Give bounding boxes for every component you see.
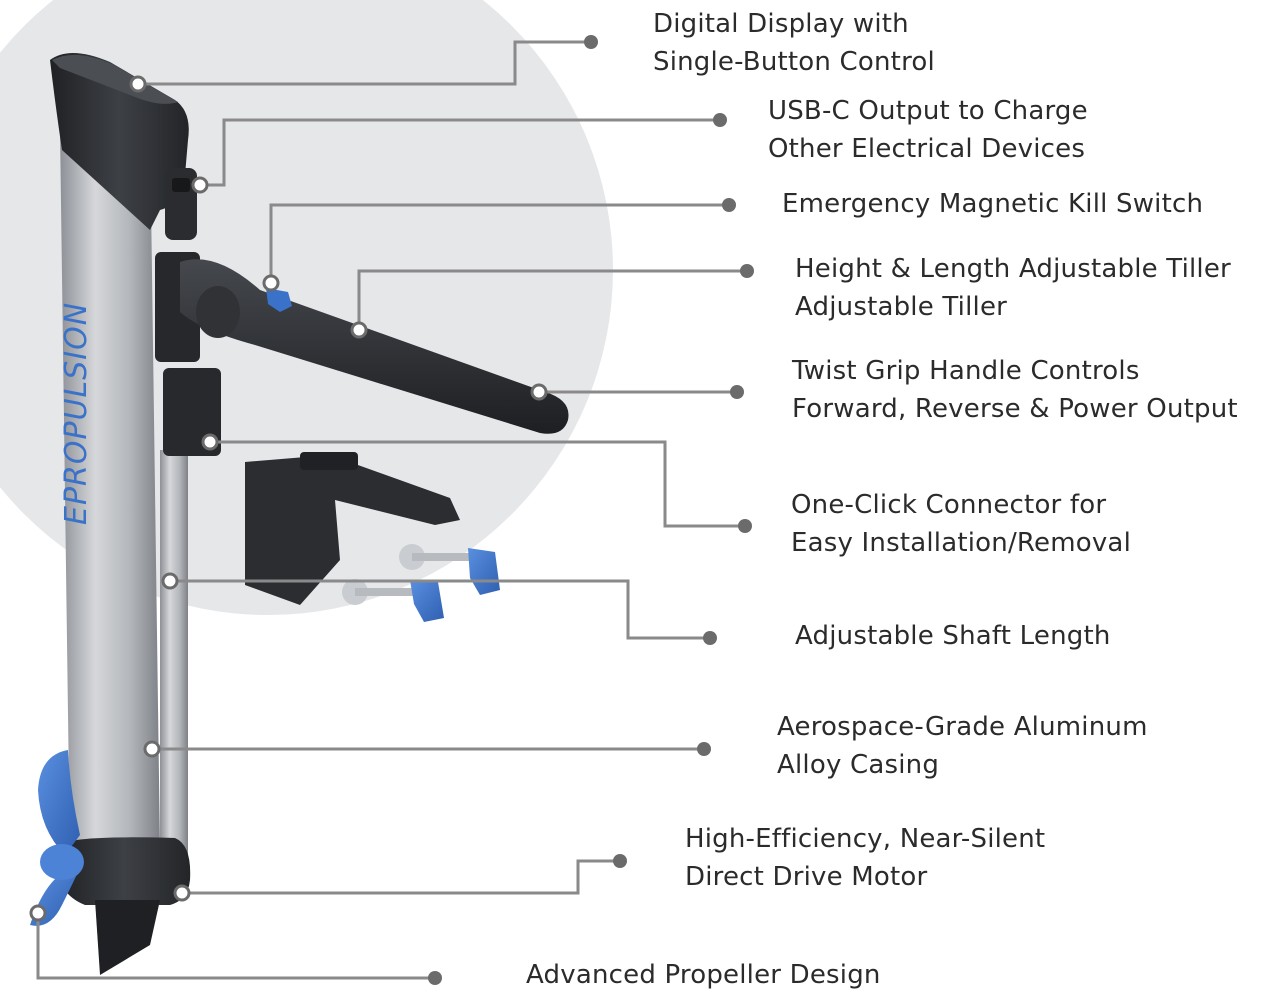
callout-shaft: Adjustable Shaft Length: [795, 617, 1111, 655]
dot-casing-start: [143, 740, 161, 758]
usb-c-port: [172, 178, 190, 192]
dot-connector-end: [738, 519, 752, 533]
leader-line-connector: [210, 440, 745, 528]
callout-propeller: Advanced Propeller Design: [526, 956, 881, 994]
transom-clamp: [245, 455, 460, 605]
dot-kill-end: [722, 198, 736, 212]
callout-twist-grip-line-1: Twist Grip Handle Controls: [792, 356, 1140, 386]
aluminum-casing: [60, 130, 160, 860]
leader-lines: [36, 40, 747, 980]
callout-motor: High-Efficiency, Near-Silent Direct Driv…: [685, 820, 1045, 896]
callout-casing-line-1: Aerospace-Grade Aluminum: [777, 712, 1148, 742]
dot-shaft-start: [161, 572, 179, 590]
callout-usbc-line-2: Other Electrical Devices: [768, 134, 1086, 164]
tiller-pivot: [196, 286, 240, 338]
propeller-hub: [40, 844, 84, 880]
dot-usbc-start: [191, 176, 209, 194]
dot-propeller-end: [428, 971, 442, 985]
callout-usbc-line-1: USB-C Output to Charge: [768, 96, 1088, 126]
callout-display: Digital Display with Single-Button Contr…: [653, 5, 935, 81]
callout-tiller-line-2: Adjustable Tiller: [795, 292, 1008, 322]
leader-line-tiller: [357, 269, 747, 330]
clamp-screw-2: [355, 588, 413, 596]
kill-switch-clip: [266, 288, 292, 312]
callout-connector-line-2: Easy Installation/Removal: [791, 528, 1131, 558]
dot-tiller-start: [350, 321, 368, 339]
callout-casing: Aerospace-Grade Aluminum Alloy Casing: [777, 708, 1148, 784]
dot-twist-end: [730, 385, 744, 399]
connector-block: [163, 368, 221, 456]
clamp-knob-2: [410, 580, 444, 622]
leader-dots: [29, 35, 754, 985]
leader-line-shaft: [170, 579, 710, 640]
callout-kill-switch: Emergency Magnetic Kill Switch: [782, 185, 1203, 223]
callout-twist-grip: Twist Grip Handle Controls Forward, Reve…: [792, 352, 1238, 428]
leader-line-usbc: [200, 118, 720, 187]
leader-line-kill: [269, 203, 729, 283]
leader-line-motor: [182, 859, 620, 895]
clamp-knob-1: [468, 548, 500, 595]
callout-tiller: Height & Length Adjustable Tiller Adjust…: [795, 250, 1231, 326]
dot-kill-start: [262, 274, 280, 292]
callout-motor-line-2: Direct Drive Motor: [685, 862, 928, 892]
callout-twist-grip-line-2: Forward, Reverse & Power Output: [792, 394, 1238, 424]
callout-motor-line-1: High-Efficiency, Near-Silent: [685, 824, 1046, 854]
callout-display-line-1: Digital Display with: [653, 9, 909, 39]
display-top-surface: [52, 54, 178, 104]
callout-usbc: USB-C Output to Charge Other Electrical …: [768, 92, 1088, 168]
inner-shaft: [160, 450, 188, 870]
dot-tiller-end: [740, 264, 754, 278]
callout-display-line-2: Single-Button Control: [653, 47, 935, 77]
dot-motor-end: [613, 854, 627, 868]
callout-shaft-line-1: Adjustable Shaft Length: [795, 621, 1111, 651]
leader-line-propeller: [36, 913, 435, 980]
callout-kill-switch-line-1: Emergency Magnetic Kill Switch: [782, 189, 1204, 219]
dot-shaft-end: [703, 631, 717, 645]
dot-connector-start: [201, 433, 219, 451]
shaft-logo: EPROPULSION: [59, 302, 94, 525]
clamp-screw-1: [412, 553, 472, 561]
dot-usbc-end: [713, 113, 727, 127]
motor-pod: [58, 837, 191, 905]
callout-connector-line-1: One-Click Connector for: [791, 490, 1107, 520]
propeller-blade-top: [38, 750, 80, 855]
dot-casing-end: [697, 742, 711, 756]
leader-line-display: [138, 40, 591, 86]
callout-casing-line-2: Alloy Casing: [777, 750, 940, 780]
callout-connector: One-Click Connector for Easy Installatio…: [791, 486, 1131, 562]
dot-propeller-start: [29, 904, 47, 922]
clamp-top-plate: [300, 452, 358, 470]
skeg: [95, 900, 160, 975]
dot-twist-start: [530, 383, 548, 401]
dot-motor-start: [173, 884, 191, 902]
dot-display-end: [584, 35, 598, 49]
callout-propeller-line-1: Advanced Propeller Design: [526, 960, 881, 990]
callout-tiller-line-1: Height & Length Adjustable Tiller: [795, 254, 1231, 284]
dot-display-start: [129, 75, 147, 93]
